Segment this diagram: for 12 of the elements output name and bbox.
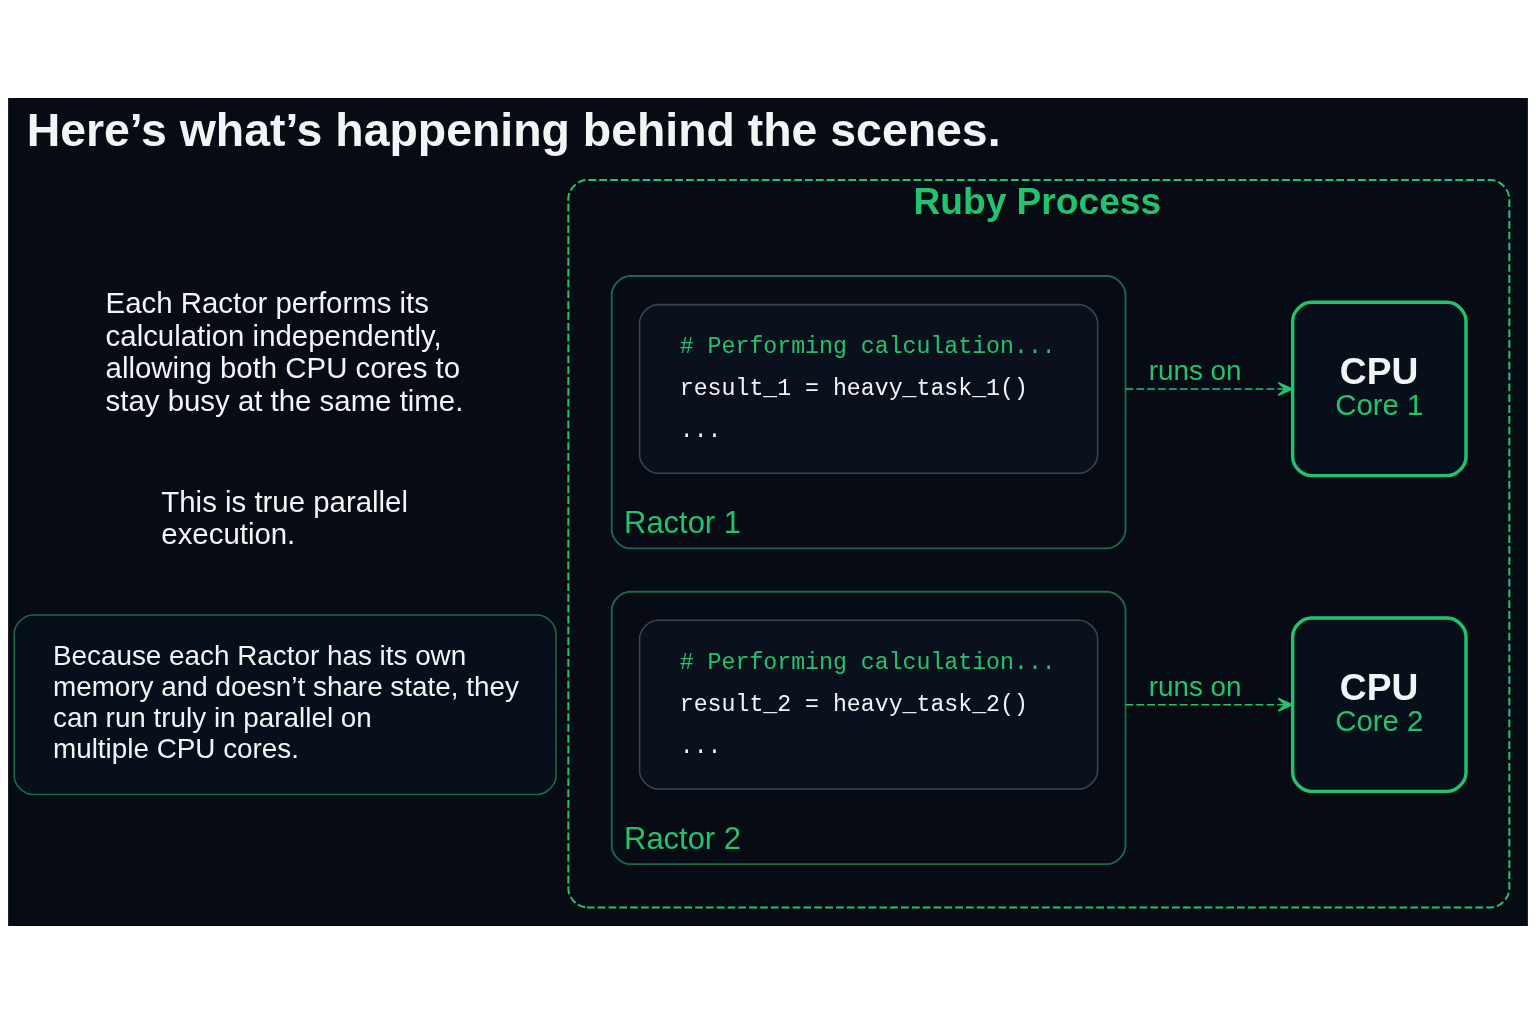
edge-label: runs on: [1148, 671, 1242, 703]
node-box: # Performing calculation... result_1 = heavy_task_1() ...: [638, 303, 1099, 475]
edge-label: runs on: [1148, 355, 1242, 387]
node-box: CPU Core 1: [1290, 300, 1468, 478]
label: This is true parallel execution.: [161, 484, 408, 551]
diagram-title: Here’s what’s happening behind the scenes.: [26, 103, 1001, 156]
node-box: Because each Ractor has its own memory and doesn’t share state, they can run truly in parallel on multiple CPU cores.: [13, 614, 557, 796]
node-box: CPU Core 2: [1290, 616, 1468, 794]
label: Each Ractor performs its calculation independently, allowing both CPU cores to stay busy at the same time.: [105, 286, 464, 417]
node-box: # Performing calculation... result_2 = heavy_task_2() ...: [638, 619, 1099, 790]
arrow: [1124, 381, 1293, 396]
arrow: [1124, 697, 1293, 712]
